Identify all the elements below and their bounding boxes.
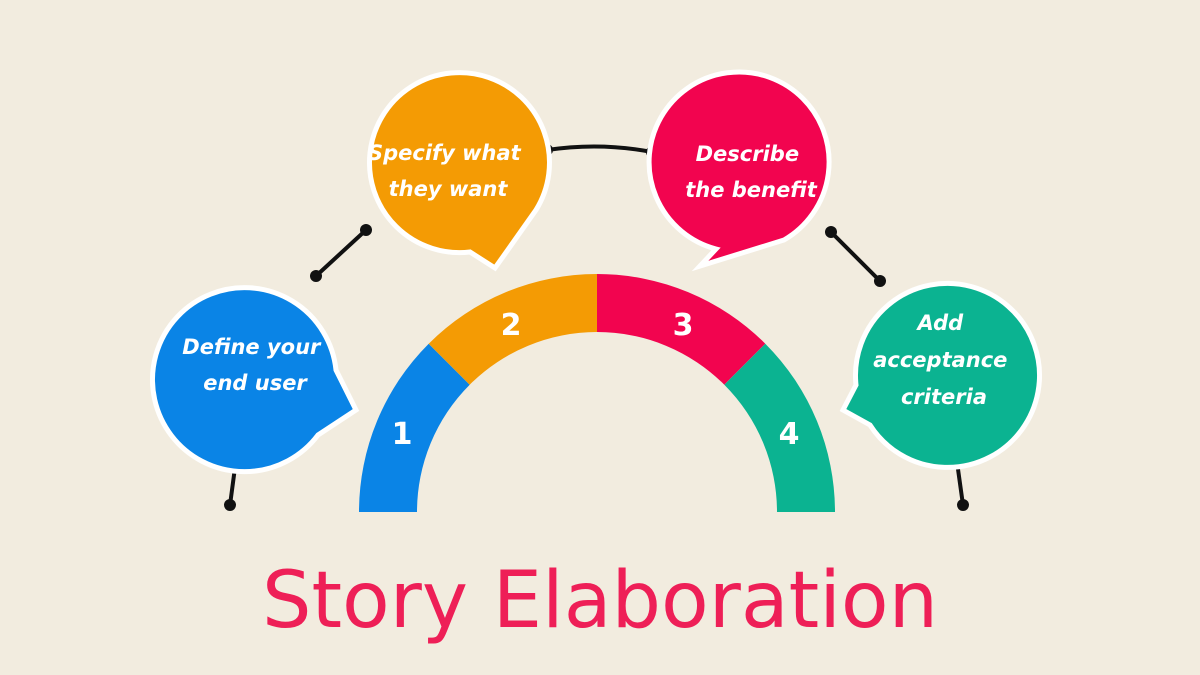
step-number-2: 2 bbox=[501, 308, 522, 343]
step-4-line-3: criteria bbox=[901, 385, 987, 409]
step-1-text: Define your end user bbox=[182, 335, 327, 395]
step-1-line-2: end user bbox=[203, 371, 308, 395]
connector-dot bbox=[957, 499, 969, 511]
step-number-4: 4 bbox=[779, 417, 800, 452]
speech-bubble-shape bbox=[646, 69, 832, 272]
step-bubble-2: Specify what they want bbox=[367, 70, 552, 272]
connector-dot bbox=[224, 499, 236, 511]
step-number-1: 1 bbox=[392, 417, 413, 452]
arc-segment-4 bbox=[724, 343, 835, 512]
step-3-line-2: the benefit bbox=[685, 178, 818, 202]
step-bubble-1: Define your end user bbox=[150, 285, 360, 475]
connector-dot bbox=[825, 226, 837, 238]
speech-bubble-shape bbox=[150, 285, 360, 475]
page-title: Story Elaboration bbox=[262, 556, 938, 646]
step-2-line-1: Specify what bbox=[368, 141, 522, 165]
step-4-text: Add acceptance criteria bbox=[873, 311, 1015, 409]
connector-3-4-line bbox=[829, 230, 882, 283]
step-2-text: Specify what they want bbox=[368, 141, 528, 201]
speech-bubble-shape bbox=[839, 280, 1042, 470]
arc-segment-2 bbox=[428, 274, 597, 385]
connector-2-3-line bbox=[545, 144, 654, 154]
step-4-line-2: acceptance bbox=[873, 348, 1007, 372]
step-number-3: 3 bbox=[673, 308, 694, 343]
step-bubble-4: Add acceptance criteria bbox=[839, 280, 1042, 470]
step-2-line-2: they want bbox=[389, 177, 509, 201]
step-4-line-1: Add bbox=[916, 311, 965, 335]
connector-dot bbox=[874, 275, 886, 287]
connector-dot bbox=[310, 270, 322, 282]
arc-segment-3 bbox=[597, 274, 766, 385]
step-bubble-3: Describe the benefit bbox=[646, 69, 832, 272]
speech-bubble-shape bbox=[367, 70, 552, 272]
step-3-text: Describe the benefit bbox=[685, 142, 818, 202]
connector-1-2-line bbox=[314, 228, 368, 278]
step-3-line-1: Describe bbox=[696, 142, 799, 166]
progress-arc: 1 2 3 4 bbox=[359, 274, 835, 512]
arc-segment-1 bbox=[359, 343, 470, 512]
step-1-line-1: Define your bbox=[182, 335, 322, 359]
connector-dot bbox=[360, 224, 372, 236]
